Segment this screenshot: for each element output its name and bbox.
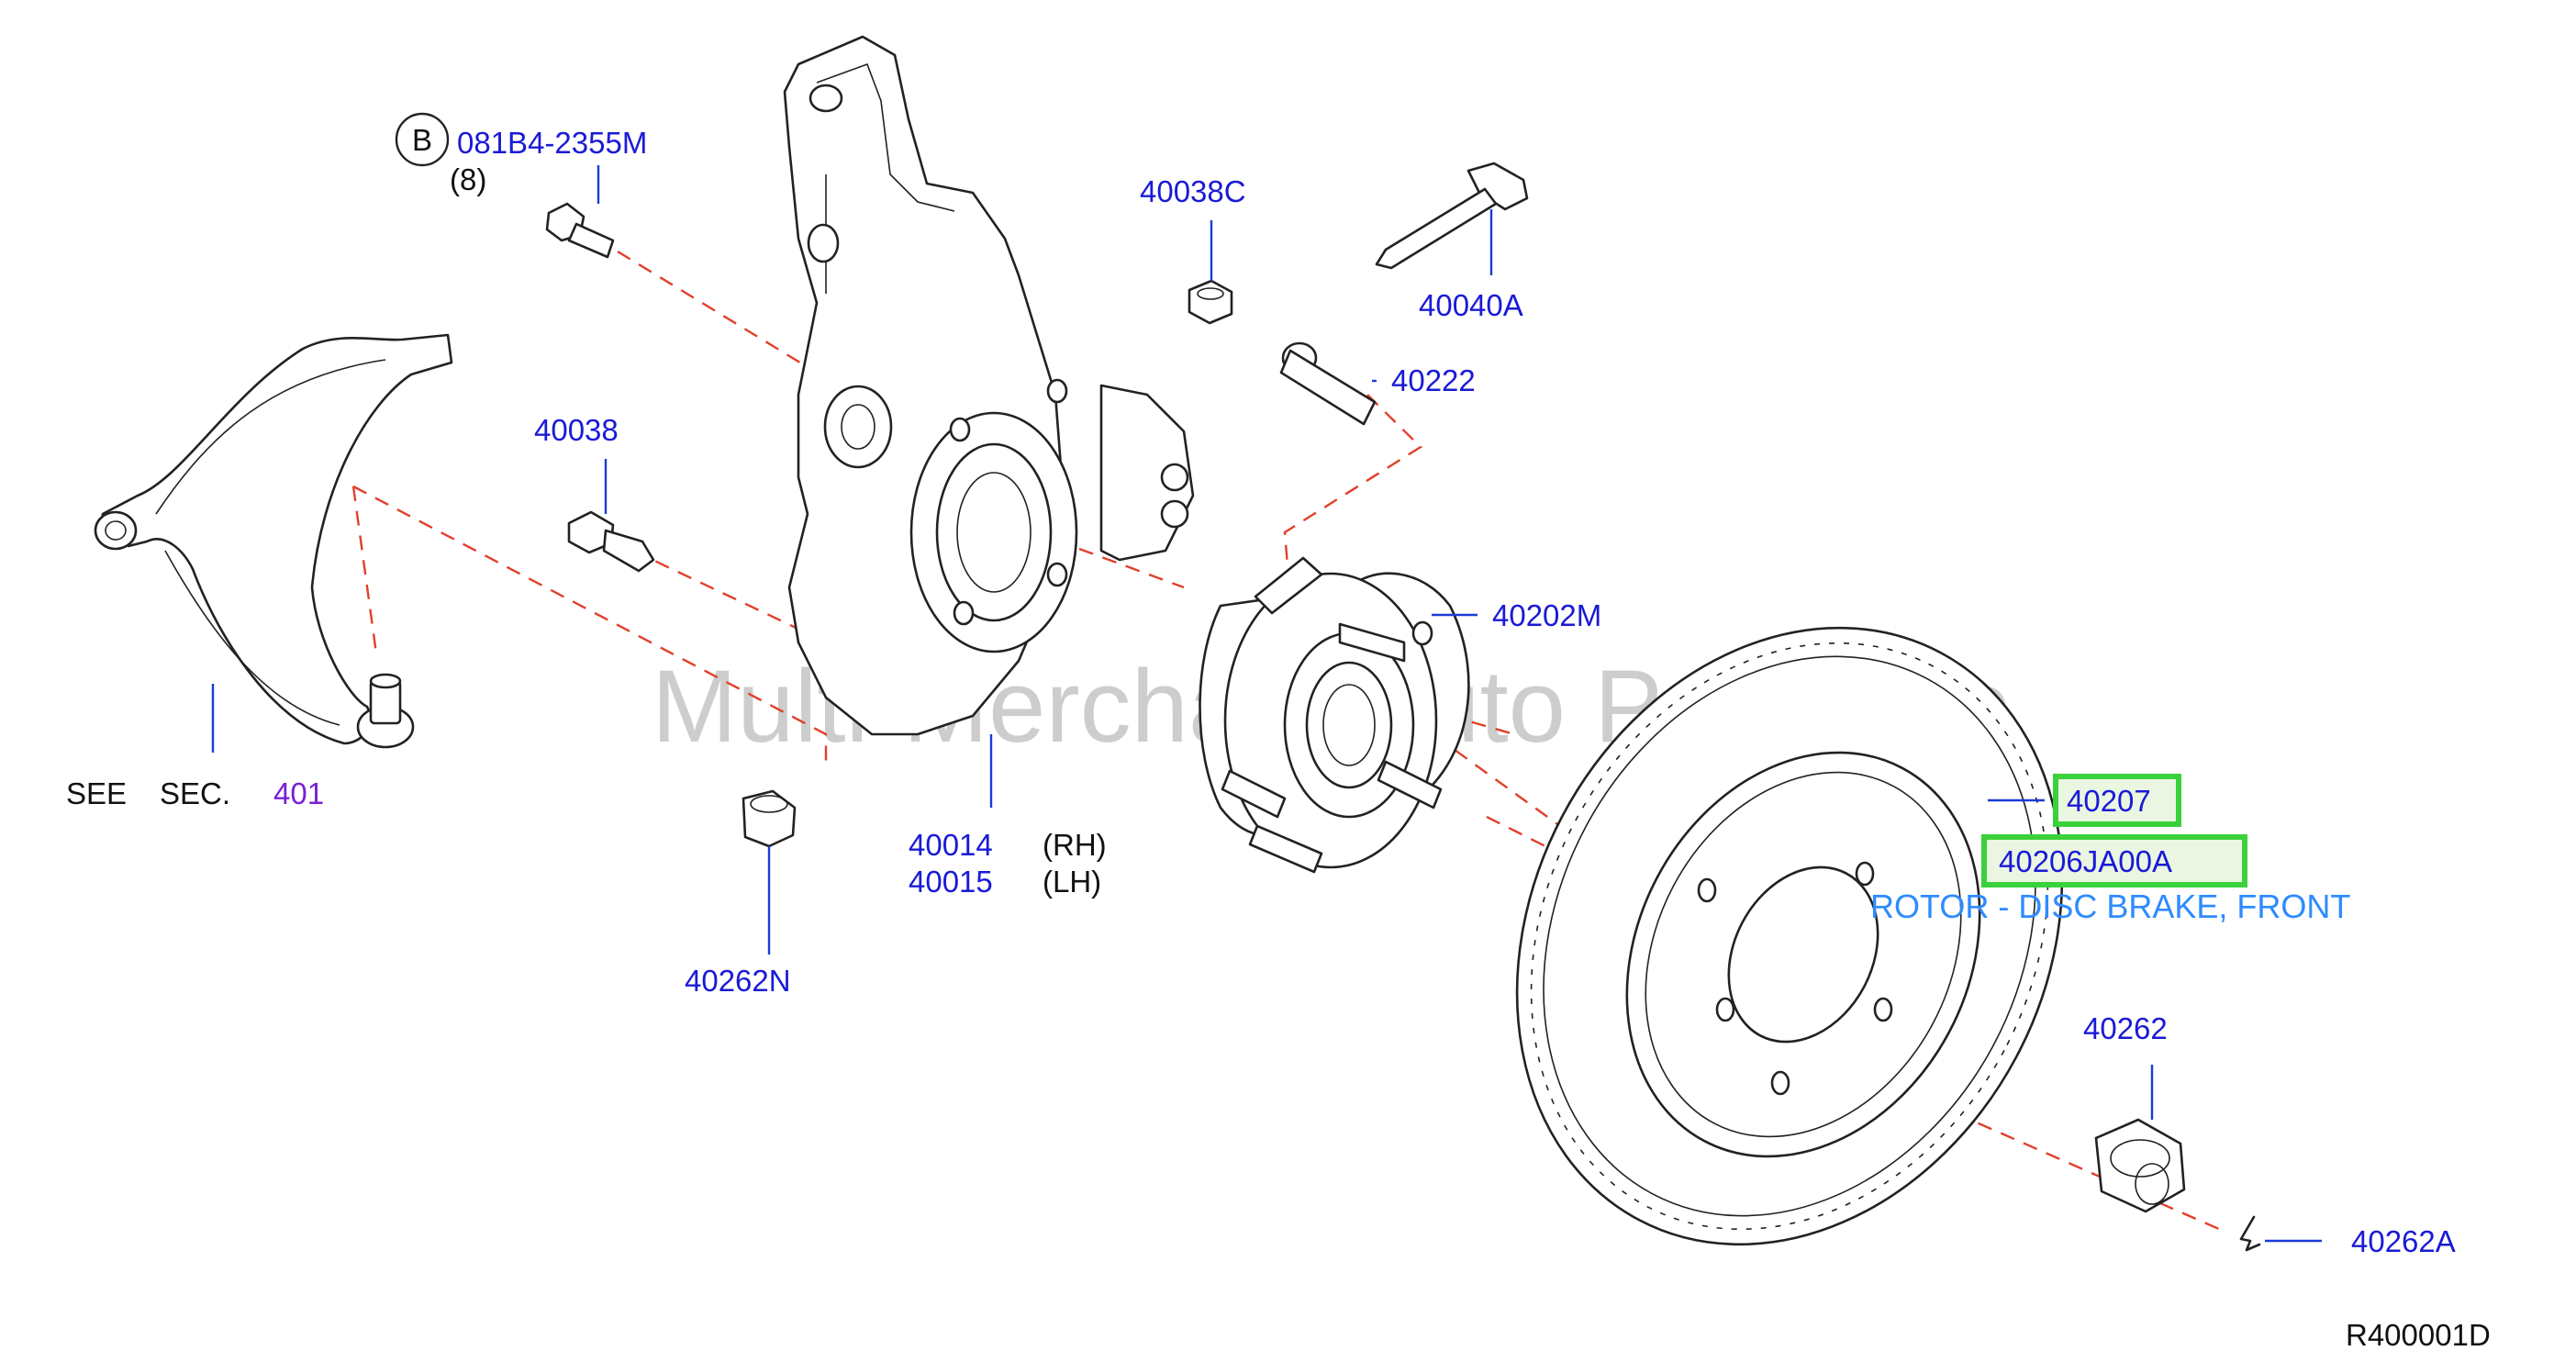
part-number-40038: 40038: [534, 413, 619, 447]
section-reference: SEE SEC. 401: [66, 776, 324, 810]
rotor-40206ja00a-callout[interactable]: 40206JA00A: [1981, 834, 2247, 888]
see-label: SEE: [66, 776, 127, 810]
part-number-40222: 40222: [1391, 363, 1476, 397]
axle-nut-40262: [2094, 1118, 2186, 1213]
highlight-box-40207: [2053, 774, 2181, 827]
part-number-40262: 40262: [2083, 1011, 2168, 1045]
rotor-40207-callout[interactable]: 40207: [2053, 774, 2181, 827]
bolt-40040a: [1375, 162, 1529, 270]
sec-label: SEC.: [160, 776, 230, 810]
part-number-40015: 40015: [909, 865, 993, 899]
rotor-description: ROTOR - DISC BRAKE, FRONT: [1870, 888, 2350, 925]
bolt-b-letter: B: [412, 123, 432, 157]
part-number-40262n: 40262N: [685, 964, 791, 998]
brake-rotor: [1515, 626, 2064, 1246]
nut-40038c: [1188, 279, 1233, 325]
bolt-081b4-callout: B 081B4-2355M (8): [395, 112, 647, 196]
part-number-40040a: 40040A: [1419, 288, 1523, 322]
part-number-40207[interactable]: 40207: [2067, 784, 2151, 818]
bolt-quantity: (8): [450, 162, 486, 196]
side-rh: (RH): [1043, 828, 1107, 862]
part-number-40202m: 40202M: [1492, 598, 1601, 632]
part-number-40262a: 40262A: [2351, 1224, 2456, 1258]
part-number-40038c: 40038C: [1140, 174, 1246, 208]
highlight-box-40206ja00a: [1981, 834, 2247, 888]
knuckle-callout: 40014 (RH) 40015 (LH): [909, 828, 1107, 899]
cotter-pin-40262a: [2239, 1215, 2261, 1252]
leader-lines: [211, 165, 2322, 1243]
part-number-081b4-2355m: 081B4-2355M: [457, 126, 647, 160]
bolt-b-marker: [395, 112, 450, 167]
part-number-40014: 40014: [909, 828, 993, 862]
wheel-stud-40222: [1279, 341, 1377, 426]
diagram-code: R400001D: [2346, 1318, 2491, 1352]
hub-assembly-40202m: [1199, 556, 1470, 874]
bolt-40038: [567, 510, 655, 573]
nut-40262n: [742, 789, 797, 848]
side-lh: (LH): [1043, 865, 1101, 899]
part-number-40206ja00a[interactable]: 40206JA00A: [1999, 844, 2172, 878]
flange-bolt-081b4: [545, 202, 615, 259]
steering-knuckle: [783, 35, 1195, 736]
section-number-401: 401: [273, 776, 324, 810]
lower-control-arm: [94, 333, 453, 749]
